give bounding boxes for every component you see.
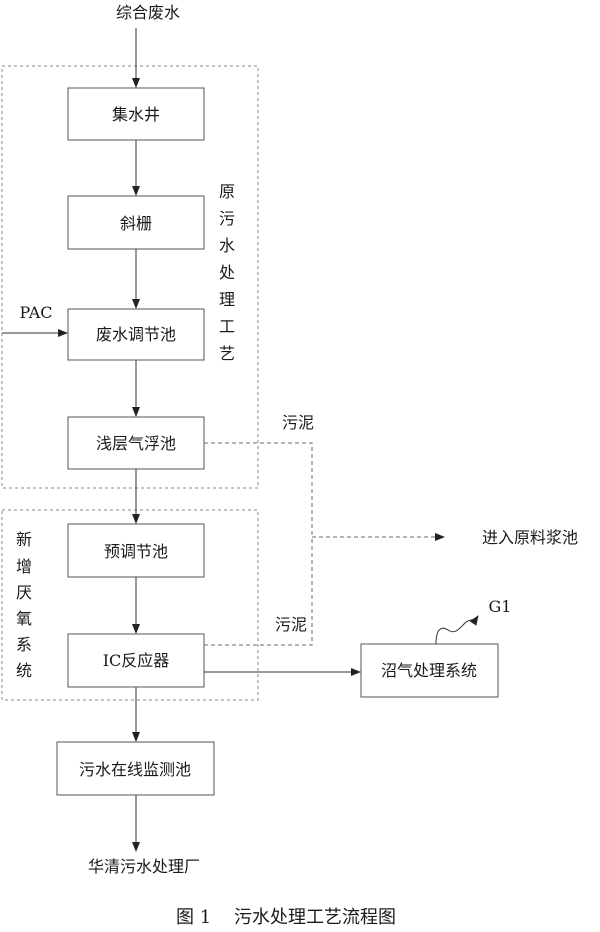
monitoring-box: 污水在线监测池 — [56, 741, 215, 796]
sludge-label-bottom: 污泥 — [275, 615, 307, 634]
pre-adjust-label: 预调节池 — [104, 542, 168, 561]
original-label-char: 原 — [219, 182, 235, 201]
final-output-label: 华清污水处理厂 — [88, 857, 200, 876]
original-label-char: 理 — [219, 290, 235, 309]
biogas-output-label: G1 — [489, 597, 512, 616]
ic-reactor-box: IC反应器 — [67, 633, 205, 688]
anaerobic-system-vertical-label: 新 增 厌 氧 系 统 — [16, 530, 32, 680]
monitoring-label: 污水在线监测池 — [79, 760, 191, 779]
sludge-line-flotation — [204, 442, 313, 537]
sump-label: 集水井 — [112, 105, 160, 124]
pac-label: PAC — [19, 303, 52, 322]
sludge-destination-label: 进入原料浆池 — [482, 528, 578, 547]
flotation-box: 浅层气浮池 — [67, 416, 205, 470]
anaerobic-label-char: 统 — [16, 661, 32, 680]
anaerobic-label-char: 氧 — [16, 609, 32, 628]
anaerobic-label-char: 增 — [16, 557, 32, 576]
sump-box: 集水井 — [67, 87, 205, 141]
flotation-label: 浅层气浮池 — [96, 434, 176, 453]
original-process-group-frame — [1, 65, 259, 489]
original-label-char: 工 — [219, 317, 235, 336]
biogas-box: 沼气处理系统 — [360, 643, 499, 698]
original-label-char: 艺 — [219, 344, 235, 363]
input-label: 综合废水 — [116, 3, 180, 22]
biogas-label: 沼气处理系统 — [381, 661, 477, 680]
anaerobic-label-char: 厌 — [16, 583, 32, 602]
equalization-box: 废水调节池 — [67, 308, 205, 361]
figure-caption: 图 1 污水处理工艺流程图 — [176, 907, 396, 928]
sludge-line-ic — [204, 537, 313, 646]
equalization-label: 废水调节池 — [96, 325, 176, 344]
original-process-vertical-label: 原 污 水 处 理 工 艺 — [219, 182, 235, 363]
arrow-biogas-output — [435, 615, 479, 645]
screen-box: 斜栅 — [67, 195, 205, 250]
anaerobic-system-group-frame — [1, 509, 259, 701]
original-label-char: 水 — [219, 236, 235, 255]
screen-label: 斜栅 — [120, 214, 152, 233]
pre-adjust-box: 预调节池 — [67, 523, 205, 578]
anaerobic-label-char: 系 — [16, 635, 32, 654]
original-label-char: 处 — [219, 263, 235, 282]
anaerobic-label-char: 新 — [16, 530, 32, 549]
ic-reactor-label: IC反应器 — [103, 651, 170, 670]
original-label-char: 污 — [219, 209, 235, 228]
sludge-label-top: 污泥 — [282, 413, 314, 432]
